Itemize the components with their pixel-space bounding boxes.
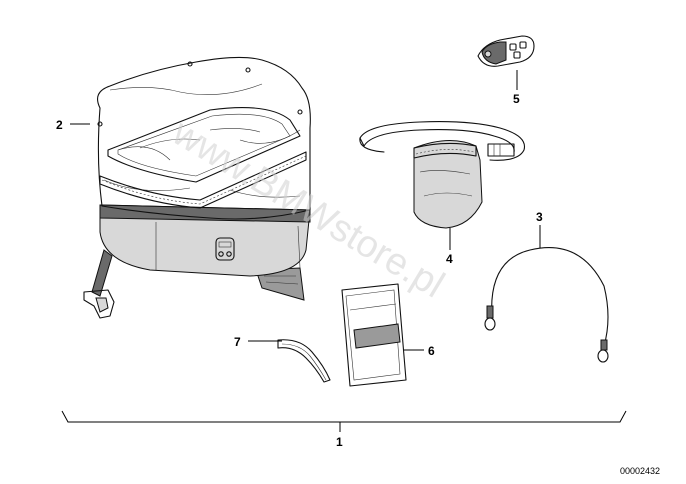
callout-6: 6 xyxy=(428,344,435,358)
security-cable-part-3[interactable] xyxy=(484,247,609,363)
callout-3: 3 xyxy=(536,210,543,224)
document-holder-part-6[interactable] xyxy=(341,283,407,387)
tank-bag-part-2[interactable] xyxy=(83,56,311,319)
callout-1: 1 xyxy=(336,435,343,449)
group-bracket xyxy=(61,410,627,423)
reference-number: 00002432 xyxy=(620,466,660,476)
belt-pouch-part-4[interactable] xyxy=(359,121,526,229)
callout-7: 7 xyxy=(234,335,241,349)
callout-4: 4 xyxy=(446,252,453,266)
callout-2: 2 xyxy=(56,118,63,132)
key-fob-part-5[interactable] xyxy=(477,35,535,67)
callout-5: 5 xyxy=(513,92,520,106)
velcro-strip-part-7[interactable] xyxy=(277,339,331,383)
